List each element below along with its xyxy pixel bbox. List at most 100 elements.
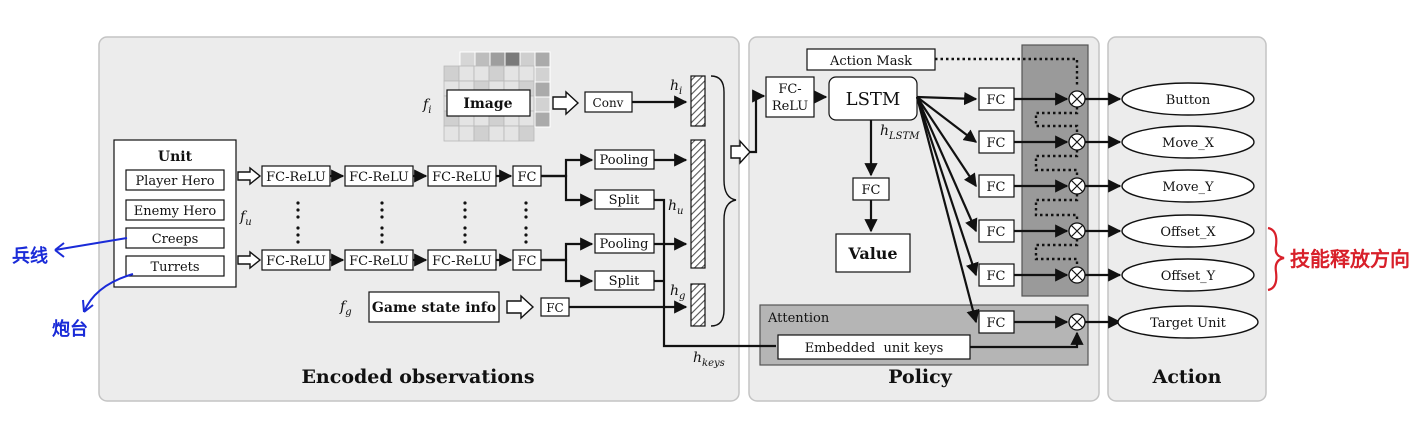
fc-relu-label: FC-ReLU [432, 254, 492, 269]
game-state-box [368, 291, 500, 323]
h-u-label: hu [668, 198, 683, 217]
image-grid-cell [518, 125, 535, 142]
unit-item-label: Player Hero [135, 174, 214, 189]
image-grid-cell [489, 51, 506, 68]
attention-label: Attention [767, 311, 830, 326]
lstm-to-head-arrow [915, 96, 978, 233]
value-fc-label: FC [862, 183, 881, 198]
action-label: Move_Y [1162, 180, 1214, 195]
fc-relu-label: FC-ReLU [349, 170, 409, 185]
action-oval [1121, 169, 1255, 203]
multiply-cross [1071, 225, 1083, 237]
image-label: Image [463, 96, 512, 112]
concat-to-fcrelu-arrow [750, 89, 766, 154]
image-grid-cell [503, 125, 520, 142]
h-g-bar [690, 283, 706, 327]
encoded-observations-title: Encoded observations [301, 366, 534, 388]
unit-item-label: Turrets [150, 260, 199, 275]
action-oval [1121, 82, 1255, 116]
h-keys-label: hkeys [693, 350, 725, 369]
fc-relu-label: FC-ReLU [266, 254, 326, 269]
ellipsis-dots [296, 201, 528, 244]
f-u-label: fu [239, 209, 252, 228]
multiply-cross [1071, 269, 1083, 281]
action-mask-dotted-line [935, 57, 1079, 86]
unit-item-box [125, 199, 225, 221]
action-label: Button [1166, 93, 1211, 108]
image-grid-cell [474, 51, 491, 68]
to-split-arrow [541, 258, 594, 288]
image-grid-cell [534, 51, 551, 68]
lstm-to-target-arrow [915, 96, 980, 324]
split-label: Split [609, 193, 641, 208]
policy-fc-relu-line1: FC- [778, 82, 801, 97]
policy-fc-relu-box [765, 76, 815, 118]
f-g-label: fg [339, 299, 352, 318]
lstm-label: LSTM [846, 89, 901, 110]
skill-annotation: 技能释放方向 [1290, 247, 1410, 271]
head-fc-label: FC [987, 225, 1006, 240]
turrets-annotation-arrow [82, 273, 134, 313]
unit-item-box [125, 169, 225, 191]
image-grid-cell [458, 65, 475, 82]
action-head-container [1021, 44, 1089, 297]
action-label: Move_X [1162, 136, 1215, 151]
target-unit-label: Target Unit [1150, 316, 1226, 331]
image-grid-cell [488, 65, 505, 82]
concat-brace [710, 75, 737, 327]
action-mask-label: Action Mask [829, 54, 912, 69]
mask-dotted-link [1034, 107, 1079, 133]
policy-fc-relu-line2: ReLU [772, 99, 808, 114]
conv-label: Conv [593, 96, 624, 110]
embedded-keys-label: Embedded unit keys [805, 341, 944, 356]
h-i-label: hi [670, 78, 682, 97]
h-u-bar [690, 139, 706, 269]
h-lstm-label: hLSTM [880, 123, 920, 142]
action-label: Offset_X [1160, 225, 1216, 240]
unit-hollow-arrow [237, 250, 262, 270]
image-grid-cell [459, 51, 476, 68]
action-oval [1121, 214, 1255, 248]
fc-relu-label: FC-ReLU [349, 254, 409, 269]
action-oval [1121, 258, 1255, 292]
multiply-cross [1071, 180, 1083, 192]
creeps-annotation: 兵线 [12, 245, 48, 267]
value-label: Value [847, 244, 897, 263]
pooling-label: Pooling [600, 153, 649, 168]
game-state-label: Game state info [372, 300, 496, 316]
lstm-to-head-arrow [916, 96, 977, 188]
split-to-keys-line [654, 198, 776, 348]
action-oval [1121, 125, 1255, 159]
image-grid-cell [443, 65, 460, 82]
image-box [446, 89, 531, 117]
h-g-label: hg [670, 283, 685, 302]
creeps-annotation-arrow [54, 237, 128, 258]
head-fc-label: FC [987, 93, 1006, 108]
unit-item-box [125, 255, 225, 277]
pooling-label: Pooling [600, 237, 649, 252]
image-grid-cell [534, 81, 551, 98]
unit-item-label: Enemy Hero [134, 204, 217, 219]
fc-label: FC [518, 254, 537, 269]
head-fc-label: FC [987, 269, 1006, 284]
action-title: Action [1152, 366, 1222, 388]
target-unit-oval [1117, 305, 1259, 339]
unit-item-label: Creeps [152, 232, 199, 247]
head-fc-label: FC [987, 136, 1006, 151]
image-grid-cell [534, 111, 551, 128]
image-grid-cell [473, 65, 490, 82]
value-box [835, 233, 911, 273]
keys-to-target-mult-arrow [970, 331, 1084, 349]
policy-title: Policy [888, 366, 952, 388]
unit-hollow-arrow [237, 166, 262, 186]
image-grid-cell [534, 96, 551, 113]
turrets-annotation: 炮台 [52, 318, 88, 340]
lstm-to-head-arrow [916, 96, 978, 143]
image-grid-cell [503, 65, 520, 82]
target-fc-label: FC [987, 316, 1006, 331]
encoded-observations-panel [98, 36, 740, 402]
multiply-cross [1071, 93, 1083, 105]
split-label: Split [609, 274, 641, 289]
